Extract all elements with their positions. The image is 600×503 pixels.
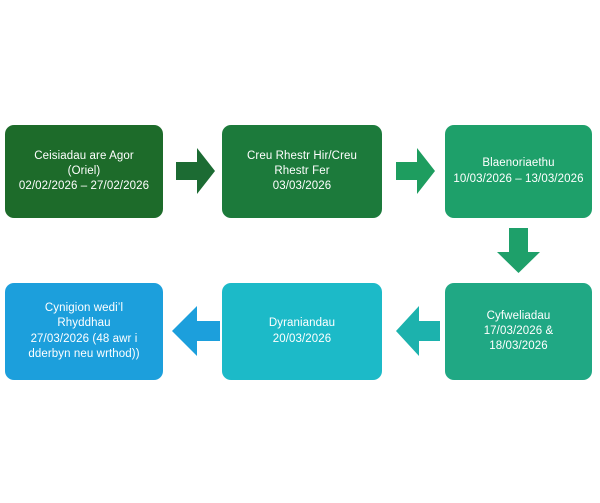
arrow-right-icon-rhestr-to-blaenoriaethu bbox=[396, 148, 435, 194]
flow-node-subtitle: 03/03/2026 bbox=[272, 180, 332, 193]
arrow-right-icon-ceisiadau-to-rhestr bbox=[176, 148, 215, 194]
arrow-down-icon-blaenoriaethu-to-cyfweliadau bbox=[497, 228, 540, 273]
flow-node-subtitle: 20/03/2026 bbox=[272, 332, 332, 345]
flow-node-title: Dyraniandau bbox=[268, 317, 336, 330]
flow-node-cynigion[interactable]: Cynigion wedi’l Rhyddhau 27/03/2026 (48 … bbox=[5, 283, 163, 380]
flow-node-title: Creu Rhestr Hir/Creu Rhestr Fer bbox=[247, 149, 357, 177]
flow-node-dyraniandau[interactable]: Dyraniandau 20/03/2026 bbox=[222, 283, 382, 380]
flow-node-subtitle: 10/03/2026 – 13/03/2026 bbox=[453, 172, 584, 185]
flow-node-subtitle: 17/03/2026 & 18/03/2026 bbox=[483, 324, 554, 353]
arrow-left-icon-cyfweliadau-to-dyraniandau bbox=[396, 306, 440, 356]
flow-node-title: Cynigion wedi’l Rhyddhau bbox=[44, 301, 124, 330]
flow-node-title: Blaenoriaethu bbox=[482, 157, 555, 170]
flow-node-title: Ceisiadau are Agor (Oriel) bbox=[34, 149, 134, 177]
flow-node-title: Cyfweliadau bbox=[486, 309, 551, 322]
flow-node-subtitle: 27/03/2026 (48 awr i dderbyn neu wrthod)… bbox=[28, 332, 140, 360]
flow-node-blaenoriaethu[interactable]: Blaenoriaethu 10/03/2026 – 13/03/2026 bbox=[445, 125, 592, 218]
flow-node-subtitle: 02/02/2026 – 27/02/2026 bbox=[18, 180, 150, 193]
flow-node-rhestr[interactable]: Creu Rhestr Hir/Creu Rhestr Fer 03/03/20… bbox=[222, 125, 382, 218]
flow-node-cyfweliadau[interactable]: Cyfweliadau 17/03/2026 & 18/03/2026 bbox=[445, 283, 592, 380]
arrow-left-icon-dyraniandau-to-cynigion bbox=[172, 306, 220, 356]
flow-node-ceisiadau[interactable]: Ceisiadau are Agor (Oriel) 02/02/2026 – … bbox=[5, 125, 163, 218]
